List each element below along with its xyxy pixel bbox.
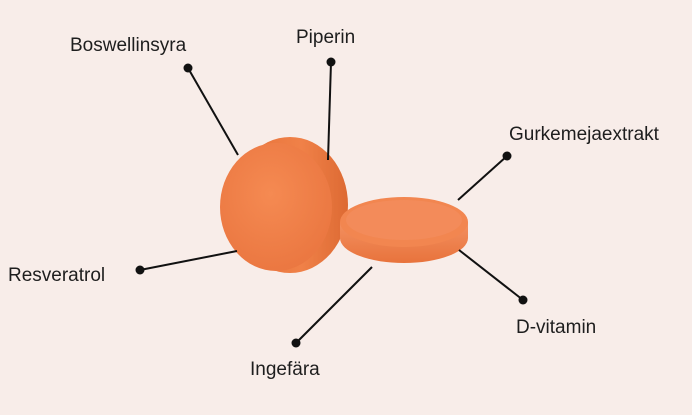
label-piperin: Piperin	[296, 27, 356, 48]
label-gurkmejaextrakt: Gurkemejaextrakt	[509, 124, 659, 145]
dot-boswellinsyra	[183, 63, 193, 73]
dot-resveratrol	[135, 265, 145, 275]
label-resveratrol: Resveratrol	[8, 265, 106, 286]
standing-tablet-face	[220, 143, 332, 271]
leader-line-resveratrol	[139, 250, 238, 271]
label-ingefara: Ingefära	[250, 359, 320, 380]
label-d-vitamin: D-vitamin	[516, 317, 597, 338]
leader-line-boswellinsyra	[187, 67, 239, 156]
leader-line-gurkmejaextrakt	[457, 155, 508, 201]
lying-tablet-top-highlight	[346, 200, 462, 240]
standing-tablet	[220, 137, 348, 273]
dot-d-vitamin	[518, 295, 528, 305]
leader-line-piperin	[327, 61, 332, 161]
dot-ingefara	[291, 338, 301, 348]
label-boswellinsyra: Boswellinsyra	[70, 35, 187, 56]
dot-gurkmejaextrakt	[502, 151, 512, 161]
leader-line-ingefara	[295, 266, 373, 344]
leader-line-d-vitamin	[458, 249, 524, 301]
lying-tablet	[340, 197, 468, 263]
dot-piperin	[326, 57, 336, 67]
